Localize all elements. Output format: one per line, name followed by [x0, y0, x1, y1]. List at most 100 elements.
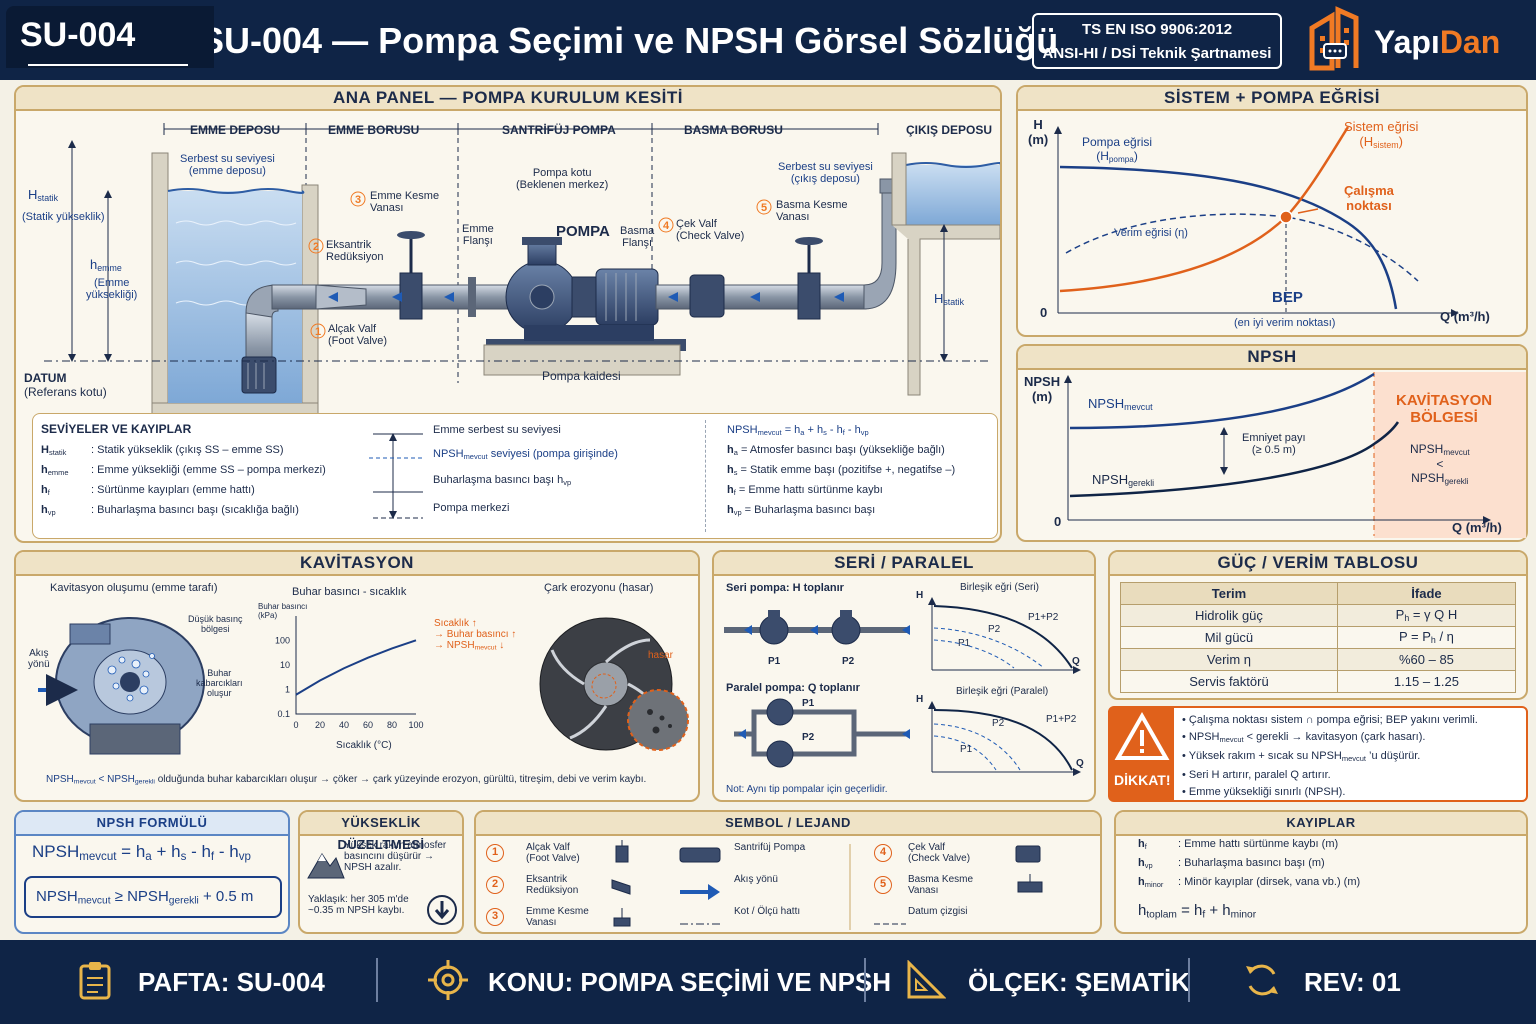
warning-label: DİKKAT!	[1114, 772, 1171, 788]
series-label: Seri pompa: H toplanır	[726, 582, 844, 594]
svg-text:2: 2	[313, 241, 319, 253]
y-tick-label: 10	[280, 660, 290, 670]
series-parallel-note: Not: Aynı tip pompalar için geçerlidir.	[726, 784, 888, 795]
svg-text:1: 1	[315, 326, 321, 338]
y-tick-label: 100	[275, 636, 290, 646]
altitude-approx: Yaklaşık: her 305 m'de~0.35 m NPSH kaybı…	[308, 894, 409, 916]
damage-label: hasar	[648, 650, 674, 661]
npsh-y-axis: NPSH(m)	[1024, 374, 1061, 404]
legend-number-badge: 1	[486, 844, 504, 862]
system-y-axis: H(m)	[1028, 117, 1049, 147]
series-h-axis: H	[916, 590, 924, 601]
altitude-panel: YÜKSEKLİK DÜZELTMESİ Yüksek rakım atmosf…	[298, 810, 464, 934]
levels-equation: NPSHmevcut = ha + hs - hf - hvp	[727, 424, 869, 437]
power-row-term: Verim η	[1120, 648, 1338, 671]
level-suction-free: Emme serbest su seviyesi	[433, 424, 561, 436]
power-col-expr: İfade	[1336, 582, 1517, 605]
warning-item: • Emme yüksekliği sınırlı (NPSH).	[1182, 785, 1346, 798]
pump-label: POMPA	[556, 223, 610, 240]
standard-box: TS EN ISO 9906:2012 ANSI-HI / DSİ Teknik…	[1032, 13, 1282, 69]
altitude-title: YÜKSEKLİK DÜZELTMESİ	[300, 812, 462, 852]
levels-diagram	[369, 433, 423, 519]
x-tick-label: 100	[408, 720, 423, 730]
footer-separator	[1188, 958, 1190, 1002]
npsh-required-label: NPSHgerekli	[1092, 472, 1155, 489]
temperature-note: Sıcaklık ↑→ Buhar basıncı ↑→ NPSHmevcut …	[434, 618, 517, 652]
standard-line-2: ANSI-HI / DSİ Teknik Şartnamesi	[1042, 45, 1272, 62]
symbol-row: hvp: Buharlaşma basıncı başı (m)	[1138, 857, 1325, 870]
footer-bar: PAFTA: SU-004 KONU: POMPA SEÇİMİ VE NPSH…	[0, 940, 1536, 1024]
datum-label: DATUM(Referans kotu)	[24, 371, 107, 399]
system-curve-panel: SİSTEM + POMPA EĞRİSİ H(m) Q (m³/h) 0 Po…	[1016, 85, 1528, 337]
vapor-pressure-line	[295, 639, 417, 696]
sheet-badge-text: SU-004	[20, 16, 136, 54]
set-square-icon	[907, 960, 946, 999]
cavitation-condition: NPSHmevcut<NPSHgerekli	[1410, 442, 1470, 487]
definition-row: hvp = Buharlaşma basıncı başı	[727, 504, 876, 517]
section-cikis-deposu: ÇIKIŞ DEPOSU	[906, 123, 993, 137]
series-parallel-diagram	[724, 597, 1081, 776]
series-p2: P2	[842, 656, 855, 667]
levels-box: SEVİYELER VE KAYIPLAR Hstatik: Statik yü…	[32, 413, 998, 539]
system-x-axis: Q (m³/h)	[1440, 309, 1490, 324]
sheet-badge: SU-004	[6, 6, 214, 68]
clipboard-icon	[79, 962, 111, 1000]
section-emme-deposu: EMME DEPOSU	[190, 123, 281, 137]
symbol-row: hminor: Minör kayıplar (dirsek, vana vb.…	[1138, 876, 1361, 889]
losses-total: htoplam = hf + hminor	[1138, 902, 1257, 921]
npsh-formula-1: NPSHmevcut = ha + hs - hf - hvp	[32, 842, 251, 863]
definition-row: hs = Statik emme başı (pozitifse +, nega…	[727, 464, 956, 477]
system-curve-title: SİSTEM + POMPA EĞRİSİ	[1018, 87, 1526, 111]
section-pompa: SANTRİFÜJ POMPA	[502, 123, 616, 137]
parallel-combined-label: Birleşik eğri (Paralel)	[956, 686, 1049, 697]
footer-revision: REV: 01	[1304, 967, 1401, 997]
npsh-chart	[1064, 372, 1526, 538]
free-level-outlet: Serbest su seviyesi(çıkış deposu)	[778, 161, 873, 185]
legend-item-label: Akış yönü	[734, 874, 778, 885]
parallel-p2: P2	[802, 732, 815, 743]
impeller-cross-section	[38, 617, 205, 755]
series-curve-p1: P1	[958, 638, 971, 649]
warning-triangle-icon	[1114, 711, 1170, 760]
level-pump-center: Pompa merkezi	[433, 502, 510, 514]
losses-title: KAYIPLAR	[1116, 812, 1526, 836]
h-static-desc: (Statik yükseklik)	[22, 211, 105, 223]
impeller-erosion-image	[539, 617, 689, 751]
x-tick-label: 0	[293, 720, 298, 730]
power-row-term: Hidrolik güç	[1120, 604, 1338, 627]
bep-description: (en iyi verim noktası)	[1234, 317, 1336, 329]
h-static-right-label: Hstatik	[934, 291, 964, 308]
legend-item-label: Alçak Valf(Foot Valve)	[526, 842, 580, 864]
footer-subject: KONU: POMPA SEÇİMİ VE NPSH	[488, 967, 892, 997]
symbol-row: hf: Emme hattı sürtünme kaybı (m)	[1138, 838, 1339, 851]
bep-label: BEP	[1272, 289, 1303, 306]
warning-box: DİKKAT! • Çalışma noktası sistem ∩ pompa…	[1108, 706, 1528, 802]
warning-item: • NPSHmevcut < gerekli → kavitasyon (çar…	[1182, 731, 1426, 744]
levels-divider	[705, 420, 706, 532]
warning-item: • Çalışma noktası sistem ∩ pompa eğrisi;…	[1182, 714, 1478, 726]
vapor-chart-xlabel: Sıcaklık (°C)	[336, 740, 392, 751]
x-tick-label: 40	[339, 720, 349, 730]
npsh-panel: NPSH NPSH(m) Q (m³/h) 0 NPSHmevcut NPSHg…	[1016, 344, 1528, 542]
legend-number-badge: 4	[874, 844, 892, 862]
main-panel: ANA PANEL — POMPA KURULUM KESİTİ	[14, 85, 1002, 543]
cavitation-sub-3: Çark erozyonu (hasar)	[544, 582, 654, 594]
legend-symbols	[611, 840, 1043, 930]
parallel-label: Paralel pompa: Q toplanır	[726, 682, 860, 694]
npsh-x-axis: Q (m³/h)	[1452, 520, 1502, 535]
symbol-row: hf: Sürtünme kayıpları (emme hattı)	[41, 484, 255, 497]
legend-item-label: Datum çizgisi	[908, 906, 968, 917]
npsh-formula-panel: NPSH FORMÜLÜ NPSHmevcut = ha + hs - hf -…	[14, 810, 290, 934]
power-row-expr: 1.15 – 1.25	[1336, 670, 1517, 693]
